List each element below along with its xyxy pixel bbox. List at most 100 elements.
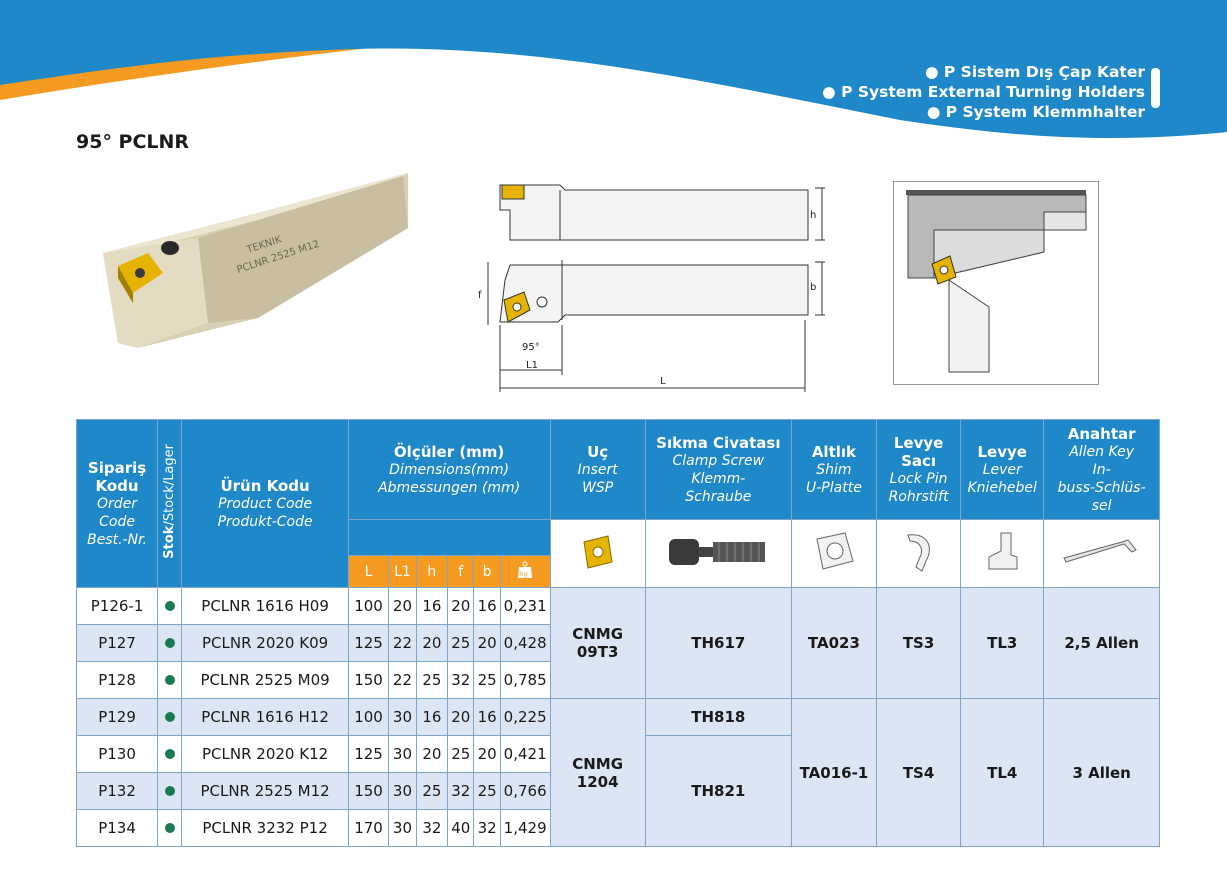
insert-code-group2: CNMG 1204 [549,698,646,847]
dim-L: 125 [347,735,390,773]
dim-f: 32 [447,661,475,699]
key-code-group2: 3 Allen [1043,698,1160,847]
order-code: P130 [75,735,159,773]
header-clamp-screw: Sıkma Civatası Clamp Screw Klemm- Schrau… [644,419,792,520]
lockpin-code-group1: TS3 [875,587,962,699]
product-code: PCLNR 3232 P12 [181,809,349,847]
page-title: 95° PCLNR [76,131,190,153]
dim-L1: 30 [388,698,417,736]
dim-f: 25 [447,624,475,662]
svg-text:kg: kg [520,571,527,578]
stock-indicator [157,587,183,625]
dim-L: 150 [347,661,390,699]
col-f: f [447,555,475,588]
dim-L: 100 [347,698,390,736]
order-code: P134 [75,809,159,847]
dim-L: 100 [347,587,390,625]
dim-label-angle: 95° [522,342,540,353]
dims-spacer [347,519,551,556]
in-stock-dot-icon [164,749,175,759]
insert-icon [549,519,646,588]
product-code: PCLNR 2020 K09 [181,624,349,662]
spec-table: Sipariş Kodu Order Code Best.-Nr. Stok/S… [75,419,1160,847]
dim-h: 25 [415,661,449,699]
in-stock-dot-icon [164,823,175,833]
dim-L1: 22 [388,624,417,662]
in-stock-dot-icon [164,675,175,685]
product-code: PCLNR 2525 M09 [181,661,349,699]
weight-kg-icon: kg [499,555,551,588]
series-line-en: ● P System External Turning Holders [822,83,1145,101]
weight-kg: 0,225 [499,698,551,736]
dim-b: 20 [473,624,501,662]
stock-indicator [157,772,183,810]
weight-kg: 0,766 [499,772,551,810]
dim-L: 170 [347,809,390,847]
shim-icon [790,519,878,588]
dim-f: 40 [447,809,475,847]
series-accent-bar [1151,68,1160,108]
dim-f: 25 [447,735,475,773]
dim-label-b: b [810,282,816,293]
dim-f: 20 [447,698,475,736]
weight-kg: 0,231 [499,587,551,625]
stock-indicator [157,809,183,847]
dim-L1: 22 [388,661,417,699]
table-row: P129 PCLNR 1616 H12 100 30 16 20 16 0,22… [75,698,1160,847]
shim-code-group2: TA016-1 [790,698,878,847]
product-code: PCLNR 1616 H12 [181,698,349,736]
product-code: PCLNR 1616 H09 [181,587,349,625]
dim-b: 25 [473,661,501,699]
header-lock-pin: Levye Sacı Lock Pin Rohrstift [875,419,962,520]
table-row: P132 PCLNR 2525 M12 150 30 25 32 25 0,76… [75,772,1160,810]
header-banner [0,0,1227,139]
dim-L1: 30 [388,772,417,810]
header-stock: Stok/Stock/Lager [157,419,183,588]
clamp-code-group2a: TH818 [644,698,792,736]
series-line-de: ● P System Klemmhalter [926,103,1145,121]
dim-L: 150 [347,772,390,810]
dim-label-l1: L1 [526,360,538,371]
dim-h: 16 [415,587,449,625]
table-row: P128 PCLNR 2525 M09 150 22 25 32 25 0,78… [75,661,1160,699]
assembly-detail-drawing [906,190,1087,373]
dim-h: 25 [415,772,449,810]
col-L1: L1 [388,555,417,588]
dim-h: 20 [415,624,449,662]
in-stock-dot-icon [164,638,175,648]
dim-L1: 30 [388,809,417,847]
col-L: L [347,555,390,588]
clamp-screw-icon [644,519,792,588]
dimension-drawing: h b f 95° L1 L [478,184,825,392]
table-row: P134 PCLNR 3232 P12 170 30 32 40 32 1,42… [75,809,1160,847]
dim-label-f: f [478,290,482,301]
dim-b: 20 [473,735,501,773]
lever-icon [960,519,1045,588]
clamp-code-group2b: TH821 [644,735,792,847]
dim-b: 32 [473,809,501,847]
dim-b: 25 [473,772,501,810]
header-shim: Altlık Shim U-Platte [790,419,878,520]
dim-f: 20 [447,587,475,625]
dim-b: 16 [473,587,501,625]
assembly-detail-box [893,181,1099,385]
weight-kg: 0,421 [499,735,551,773]
lock-pin-icon [875,519,962,588]
stock-indicator [157,661,183,699]
stock-indicator [157,735,183,773]
order-code: P128 [75,661,159,699]
dim-label-l: L [660,376,666,387]
lever-code-group1: TL3 [960,587,1045,699]
series-line-tr: ● P Sistem Dış Çap Kater [924,63,1145,81]
col-h: h [415,555,449,588]
in-stock-dot-icon [164,601,175,611]
header-lever: Levye Lever Kniehebel [960,419,1045,520]
series-title: ● P Sistem Dış Çap Kater ● P System Exte… [822,62,1145,122]
table-row: P130 PCLNR 2020 K12 125 30 20 25 20 0,42… [75,735,1160,847]
shim-code-group1: TA023 [790,587,878,699]
order-code: P127 [75,624,159,662]
dim-label-h: h [810,210,816,221]
stock-indicator [157,698,183,736]
key-code-group1: 2,5 Allen [1043,587,1160,699]
